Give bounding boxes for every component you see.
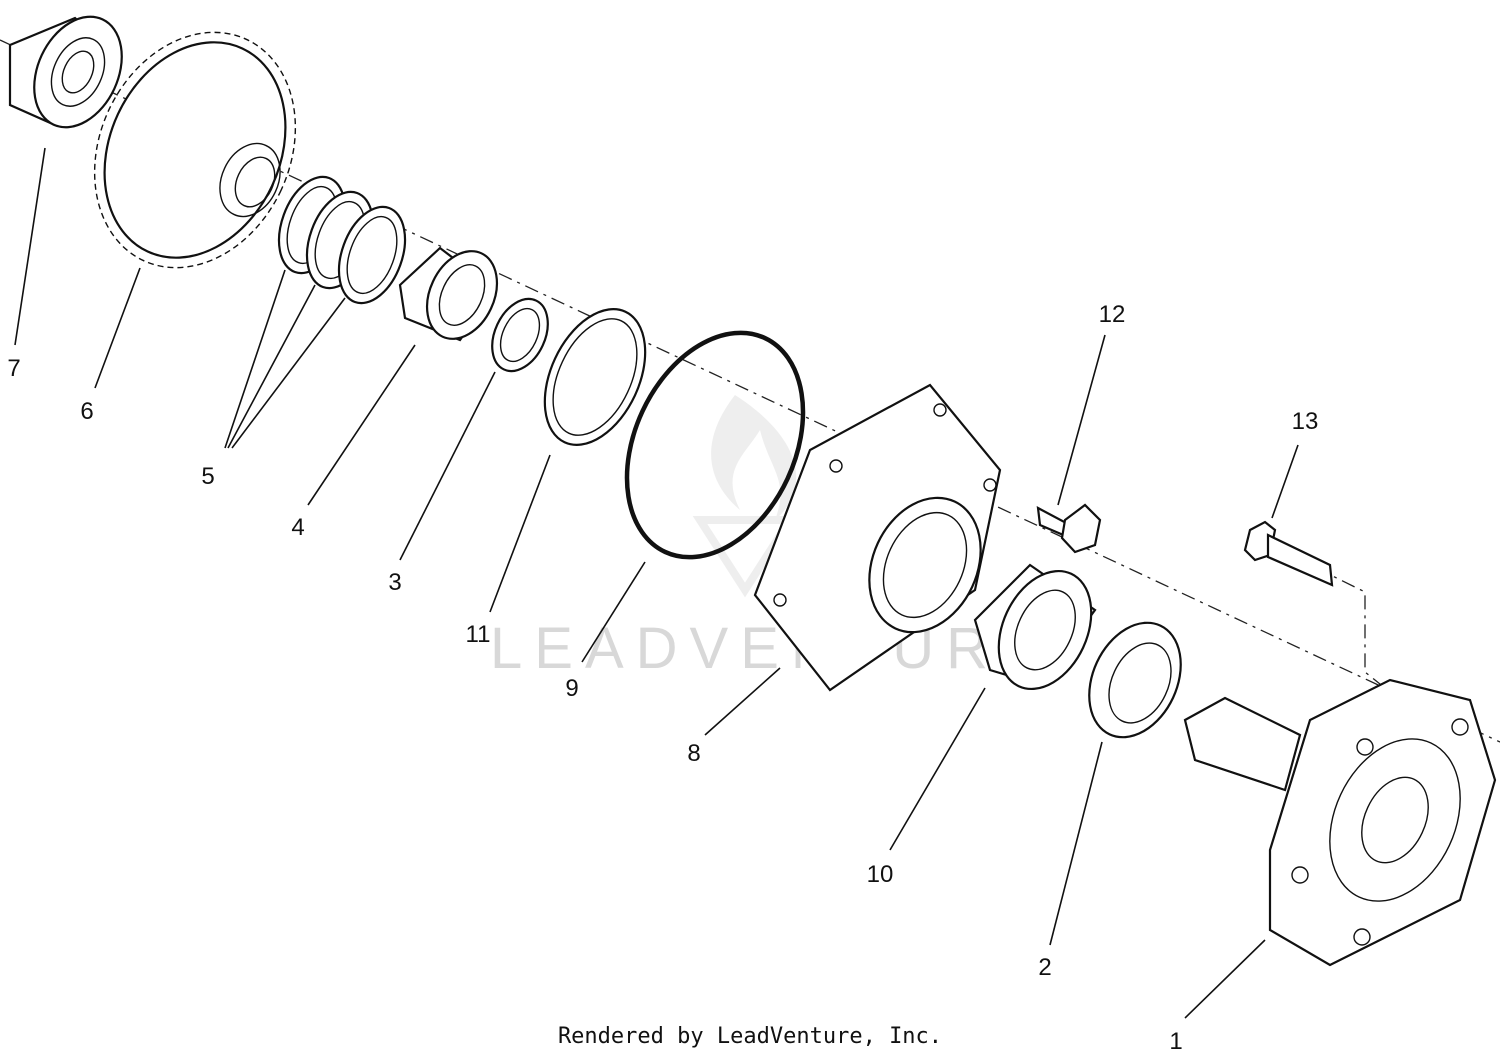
part-6-gear: [93, 31, 297, 269]
callout-5: 5: [201, 463, 214, 490]
part-10-bearing: [973, 563, 1097, 691]
part-13-stud: [1243, 520, 1334, 587]
callout-3: 3: [388, 569, 401, 596]
callout-11: 11: [466, 621, 491, 648]
callout-10: 10: [867, 861, 894, 888]
watermark: LEADVENTURE: [490, 395, 1051, 681]
part-5-shims: [277, 175, 407, 305]
callout-2: 2: [1038, 954, 1051, 981]
part-11-snap-ring: [543, 308, 647, 446]
watermark-text: LEADVENTURE: [490, 616, 1051, 681]
part-7-bearing: [8, 15, 123, 129]
flame-logo-icon: [692, 395, 798, 598]
part-4-sleeve: [398, 246, 499, 342]
part-1-hub: [1183, 678, 1497, 967]
callout-6: 6: [80, 398, 93, 425]
callout-13: 13: [1292, 408, 1319, 435]
callout-4: 4: [291, 514, 304, 541]
bolt-axis-line: [1289, 554, 1401, 701]
callout-9: 9: [565, 675, 578, 702]
callouts: 7 6 5 4 3 11 9 8 10 2 1 12 13: [7, 301, 1318, 1055]
callout-1: 1: [1169, 1028, 1182, 1055]
part-3-ring: [491, 297, 549, 373]
render-credit: Rendered by LeadVenture, Inc.: [557, 1024, 943, 1049]
callout-12: 12: [1099, 301, 1126, 328]
callout-7: 7: [7, 355, 20, 382]
part-12-bolt: [1036, 503, 1102, 554]
part-8-housing: [753, 383, 1002, 692]
leader-lines: [14, 147, 1299, 1019]
callout-8: 8: [687, 740, 700, 767]
part-9-o-ring: [624, 330, 806, 560]
part-2-washer: [1088, 621, 1182, 739]
